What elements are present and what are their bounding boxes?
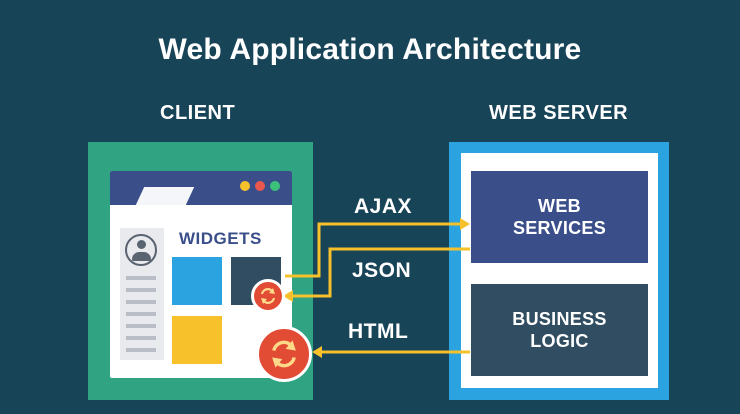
widget-block-yellow [172, 316, 222, 364]
avatar-head [137, 240, 146, 249]
web-services-block: WEB SERVICES [471, 171, 648, 263]
html-label: HTML [348, 320, 409, 343]
ajax-arrow [285, 222, 465, 278]
json-label: JSON [352, 259, 412, 282]
avatar-body [132, 252, 151, 261]
browser-nav-strip [120, 197, 290, 210]
json-arrowhead [283, 290, 293, 302]
json-arrow [289, 247, 470, 298]
page-title: Web Application Architecture [158, 33, 582, 66]
business-logic-label: BUSINESS LOGIC [512, 309, 607, 351]
sidebar-line [126, 300, 156, 304]
sidebar-line [126, 324, 156, 328]
widgets-label: WIDGETS [179, 229, 262, 248]
html-arrowhead [312, 346, 322, 358]
web-services-label: WEB SERVICES [512, 196, 607, 238]
business-logic-block: BUSINESS LOGIC [471, 284, 648, 376]
client-label: CLIENT [160, 102, 236, 124]
sidebar-line [126, 336, 156, 340]
browser-title-bar [110, 171, 292, 210]
widget-block-blue [172, 257, 222, 305]
ajax-arrowhead [460, 218, 470, 230]
sidebar-line [126, 348, 156, 352]
sidebar-line [126, 312, 156, 316]
refresh-icon [251, 279, 285, 313]
yellow-dot-icon [240, 181, 250, 191]
green-dot-icon [270, 181, 280, 191]
sidebar-line [126, 288, 156, 292]
refresh-icon [256, 326, 312, 382]
red-dot-icon [255, 181, 265, 191]
ajax-label: AJAX [354, 195, 413, 218]
web-server-label: WEB SERVER [489, 102, 629, 124]
sidebar-line [126, 276, 156, 280]
